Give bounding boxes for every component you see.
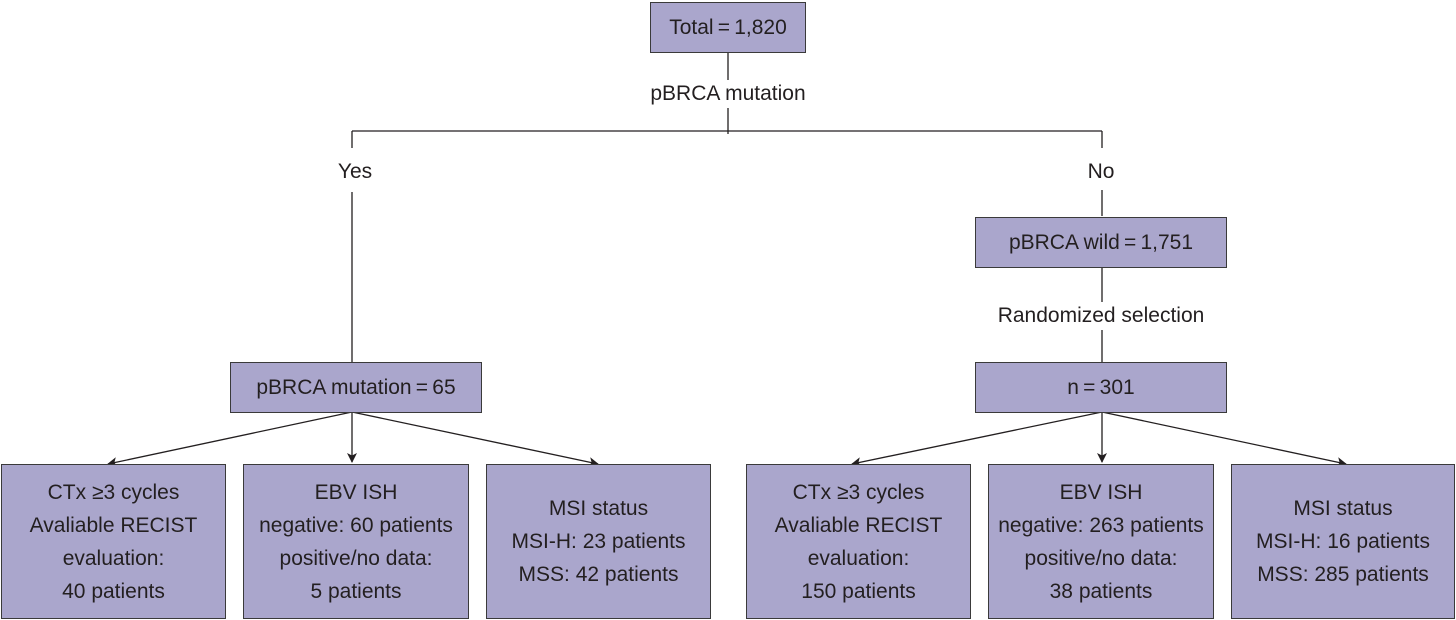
pbrca-mutation-group-label: pBRCA mutation = 65 bbox=[256, 376, 456, 399]
box-line: EBV ISH bbox=[1059, 480, 1143, 504]
box-line: CTx ≥3 cycles bbox=[792, 480, 925, 504]
box-line: positive/no data: bbox=[1024, 546, 1178, 570]
pbrca-mutation-group-box: pBRCA mutation = 65 bbox=[230, 362, 482, 413]
no-recist-box: CTx ≥3 cycles Avaliable RECIST evaluatio… bbox=[746, 464, 971, 619]
randomized-selection-label: Randomized selection bbox=[991, 302, 1211, 330]
yes-recist-box: CTx ≥3 cycles Avaliable RECIST evaluatio… bbox=[1, 464, 226, 619]
box-line: MSI status bbox=[1293, 497, 1393, 520]
arrow-yes-left bbox=[107, 411, 353, 468]
box-line: positive/no data: bbox=[279, 546, 433, 570]
pbrca-wild-box: pBRCA wild = 1,751 bbox=[975, 217, 1227, 268]
no-ebv-box: EBV ISH negative: 263 patients positive/… bbox=[988, 464, 1214, 619]
split-label: pBRCA mutation bbox=[644, 80, 812, 108]
branch-yes-label: Yes bbox=[331, 158, 379, 186]
box-line: MSS: 42 patients bbox=[518, 563, 679, 586]
arrow-no-right bbox=[1101, 411, 1347, 468]
box-line: MSS: 285 patients bbox=[1257, 563, 1429, 586]
no-msi-box: MSI status MSI-H: 16 patients MSS: 285 p… bbox=[1231, 464, 1455, 619]
box-line: Avaliable RECIST bbox=[774, 513, 943, 537]
yes-msi-box: MSI status MSI-H: 23 patients MSS: 42 pa… bbox=[486, 464, 711, 619]
randomized-group-label: n = 301 bbox=[1067, 376, 1135, 399]
arrow-no-left bbox=[851, 411, 1103, 468]
box-line: 38 patients bbox=[1049, 579, 1153, 603]
box-line: MSI-H: 16 patients bbox=[1256, 530, 1430, 553]
box-line: evaluation: bbox=[62, 546, 165, 570]
box-line: MSI status bbox=[548, 497, 649, 520]
box-line: 150 patients bbox=[801, 579, 916, 603]
box-line: negative: 263 patients bbox=[998, 513, 1204, 537]
pbrca-wild-label: pBRCA wild = 1,751 bbox=[1008, 231, 1194, 254]
yes-ebv-box: EBV ISH negative: 60 patients positive/n… bbox=[243, 464, 469, 619]
arrow-yes-right bbox=[351, 411, 599, 468]
randomized-group-box: n = 301 bbox=[975, 362, 1227, 413]
box-line: MSI-H: 23 patients bbox=[511, 530, 686, 553]
box-line: 5 patients bbox=[310, 579, 402, 603]
box-line: Avaliable RECIST bbox=[29, 513, 198, 537]
root-total-box: Total = 1,820 bbox=[650, 2, 806, 53]
box-line: negative: 60 patients bbox=[259, 513, 453, 537]
box-line: EBV ISH bbox=[314, 480, 398, 504]
box-line: CTx ≥3 cycles bbox=[47, 480, 180, 504]
root-total-label: Total = 1,820 bbox=[669, 16, 787, 39]
branch-no-label: No bbox=[1081, 158, 1121, 186]
box-line: evaluation: bbox=[807, 546, 910, 570]
box-line: 40 patients bbox=[62, 579, 165, 603]
